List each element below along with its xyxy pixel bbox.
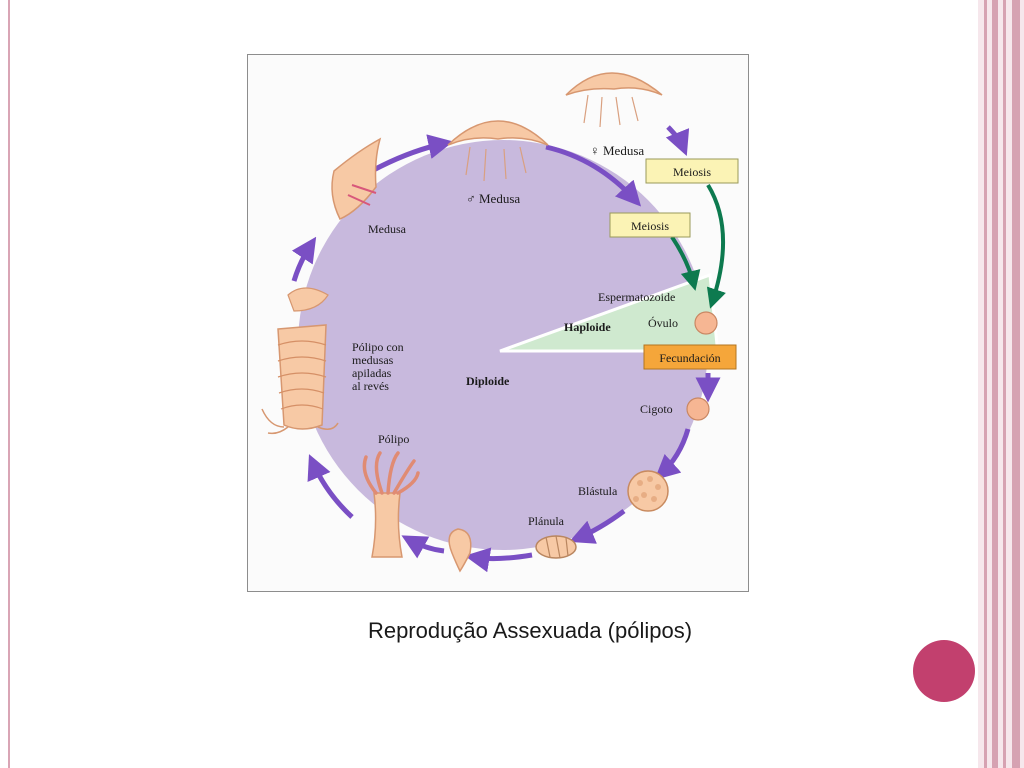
zygote-label: Cigoto — [640, 402, 673, 416]
decorative-circle — [913, 640, 975, 702]
ovule-cell — [694, 311, 718, 335]
planula-label: Plánula — [528, 514, 565, 528]
meiosis-box-2 — [609, 212, 691, 238]
meiosis-arrow-to-sperm — [670, 235, 701, 291]
polyp-with-medusae-line: apiladas — [352, 366, 392, 380]
young-medusa-organism — [331, 137, 382, 220]
meiosis-box-1-label: Meiosis — [673, 165, 711, 179]
cycle-arrow — [307, 454, 354, 519]
planula-organism — [535, 535, 577, 559]
cnidarian-life-cycle-diagram: Meiosis Meiosis Fecundación ♀ Medusa ♂ M… — [261, 72, 739, 573]
female-medusa-label: ♀ Medusa — [590, 143, 644, 158]
diploid-label: Diploide — [466, 374, 510, 388]
haploid-label: Haploide — [564, 320, 611, 334]
polyp-organism — [362, 451, 420, 558]
right-border-stripe — [984, 0, 987, 768]
blastula-organism — [627, 470, 669, 512]
polyp-label: Pólipo — [378, 432, 409, 446]
meiosis-box-2-label: Meiosis — [631, 219, 669, 233]
zygote-cell — [686, 397, 710, 421]
meiosis-arrow-to-ovule — [706, 183, 726, 309]
cycle-arrow — [545, 144, 642, 207]
polyp-with-medusae-line: al revés — [352, 379, 389, 393]
cycle-arrow — [401, 535, 445, 559]
polyp-with-medusae-line: Pólipo con — [352, 340, 404, 354]
cycle-arrow — [291, 236, 317, 282]
strobila-polyp-organism — [261, 287, 339, 435]
left-border-line — [8, 0, 10, 768]
slide-caption: Reprodução Assexuada (pólipos) — [367, 618, 693, 643]
right-border-stripe — [1012, 0, 1020, 768]
settling-larva-organism — [448, 528, 472, 573]
cycle-arrow — [654, 428, 691, 481]
cycle-arrow — [569, 508, 626, 544]
blastula-label: Blástula — [578, 484, 618, 498]
cycle-arrow — [464, 547, 533, 573]
fertilization-box — [643, 344, 737, 370]
male-medusa-organism — [447, 120, 549, 182]
diploid-region — [298, 140, 708, 550]
fertilization-box-label: Fecundación — [659, 351, 720, 365]
polyp-with-medusae-label: Pólipo con medusas apiladas al revés — [352, 340, 404, 393]
medusa-label: Medusa — [368, 222, 407, 236]
polyp-with-medusae-line: medusas — [352, 353, 394, 367]
right-border-stripe — [1003, 0, 1006, 768]
ovule-label: Óvulo — [648, 316, 678, 330]
meiosis-box-1 — [645, 158, 739, 184]
female-medusa-organism — [565, 72, 663, 128]
life-cycle-figure: Meiosis Meiosis Fecundación ♀ Medusa ♂ M… — [247, 54, 749, 592]
male-medusa-label: ♂ Medusa — [466, 191, 520, 206]
cycle-arrow — [665, 125, 690, 156]
right-border-stripe — [992, 0, 998, 768]
spermatozoid-label: Espermatozoide — [598, 290, 675, 304]
